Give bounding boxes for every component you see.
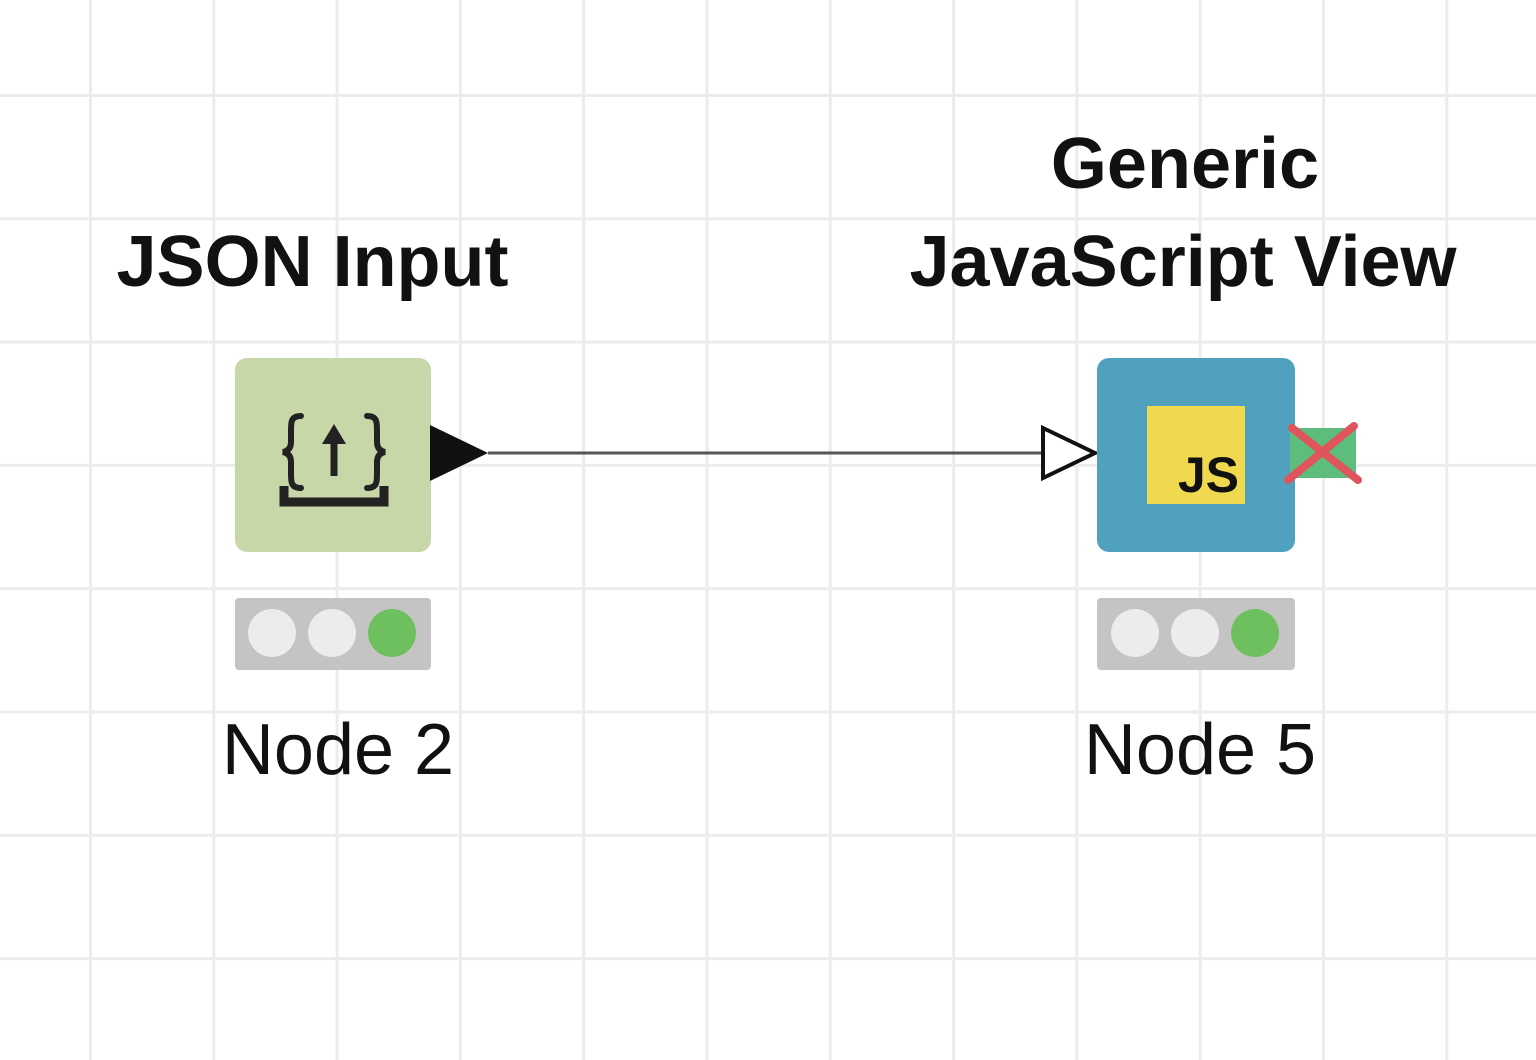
node-body-javascript-view[interactable]: JS (1097, 358, 1295, 552)
status-lamp-red (1111, 609, 1159, 657)
status-lamp-yellow (1171, 609, 1219, 657)
node-body-json-input[interactable] (235, 358, 431, 552)
inactive-output-port-icon[interactable] (1282, 422, 1362, 484)
input-port-icon[interactable] (1040, 425, 1100, 481)
output-port-icon[interactable] (430, 425, 490, 481)
javascript-icon-label: JS (1177, 447, 1239, 503)
node-title-line-1: Generic (1050, 124, 1320, 204)
status-traffic-light (235, 598, 431, 670)
json-upload-icon (279, 413, 389, 507)
node-title: JSON Input (116, 222, 509, 302)
node-label[interactable]: Node 2 (221, 710, 455, 790)
status-lamp-green (368, 609, 416, 657)
status-lamp-red (248, 609, 296, 657)
node-title-line-2: JavaScript View (909, 222, 1457, 302)
status-traffic-light (1097, 598, 1295, 670)
status-lamp-yellow (308, 609, 356, 657)
javascript-icon: JS (1147, 406, 1245, 504)
node-label[interactable]: Node 5 (1083, 710, 1317, 790)
status-lamp-green (1231, 609, 1279, 657)
connection-line[interactable] (480, 440, 1050, 466)
